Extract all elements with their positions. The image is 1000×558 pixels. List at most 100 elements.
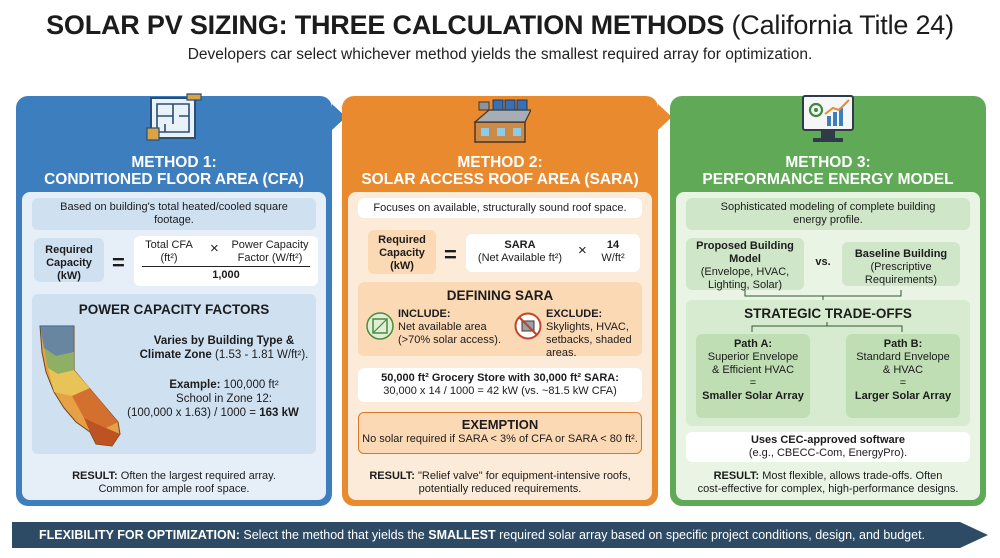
method3-heading-line1: METHOD 3: xyxy=(785,154,871,171)
method1-example: Example: 100,000 ft² School in Zone 12: … xyxy=(127,378,310,420)
method1-body: Based on building's total heated/cooled … xyxy=(22,192,326,500)
bottom-banner-arrow xyxy=(12,522,988,548)
method3-description-text: Sophisticated modeling of complete build… xyxy=(720,201,936,226)
method3-path-b: Path B: Standard Envelope & HVAC = Large… xyxy=(846,334,960,418)
method1-formula-fraction: Total CFA (ft²) × Power Capacity Factor … xyxy=(134,236,318,286)
method1-heading-line2: CONDITIONED FLOOR AREA (CFA) xyxy=(44,171,304,188)
method2-exemption-text: No solar required if SARA < 3% of CFA or… xyxy=(362,433,638,445)
title-qualifier: (California Title 24) xyxy=(731,10,955,40)
page-title: SOLAR PV SIZING: THREE CALCULATION METHO… xyxy=(0,10,1000,41)
method1-term2-line2: Factor (W/ft²) xyxy=(237,252,303,264)
method3-baseline-line3: Requirements) xyxy=(864,274,938,286)
method2-panel: METHOD 2: SOLAR ACCESS ROOF AREA (SARA) … xyxy=(342,96,658,506)
method2-example-line2: 30,000 x 14 / 1000 = 42 kW (vs. ~81.5 kW… xyxy=(383,385,617,397)
method2-exemption-title: EXEMPTION xyxy=(461,417,539,432)
method2-exclude-line3: areas. xyxy=(546,347,577,359)
method2-formula-equals: = xyxy=(444,242,457,267)
method1-example-label: Example: xyxy=(169,379,221,391)
method1-example-calc: (100,000 x 1.63) / 1000 = xyxy=(127,407,256,419)
method2-description: Focuses on available, structurally sound… xyxy=(358,198,642,218)
method2-include-label: INCLUDE: xyxy=(398,308,451,320)
method2-exclude-line1: Skylights, HVAC, xyxy=(546,321,629,333)
method3-path-b-line1: Standard Envelope xyxy=(856,351,950,363)
method3-tradeoff-split xyxy=(751,322,903,332)
method2-description-text: Focuses on available, structurally sound… xyxy=(373,202,627,214)
method2-formula-rhs: SARA (Net Available ft²) × 14 W/ft² xyxy=(466,234,640,272)
method2-result-line2: potentially reduced requirements. xyxy=(418,483,582,495)
method1-result-label: RESULT: xyxy=(72,470,118,482)
method2-example-line1a: 50,000 ft² Grocery Store with xyxy=(381,372,531,384)
method3-baseline-line1: Baseline Building xyxy=(854,248,948,260)
method3-result-line1: Most flexible, allows trade-offs. Often xyxy=(762,470,943,482)
method1-varies-line1: Varies by Building Type & xyxy=(153,335,295,347)
method3-software: Uses CEC-approved software (e.g., CBECC-… xyxy=(686,432,970,462)
method1-panel: METHOD 1: CONDITIONED FLOOR AREA (CFA) B… xyxy=(16,93,332,506)
method2-term1-line1: SARA xyxy=(504,239,536,251)
method3-result-label: RESULT: xyxy=(713,470,760,482)
method2-result-label: RESULT: xyxy=(369,470,415,482)
checked-area-icon xyxy=(366,312,394,340)
method2-times: × xyxy=(578,242,587,259)
connector-arrow-2 xyxy=(658,104,672,130)
title-main: SOLAR PV SIZING: THREE CALCULATION METHO… xyxy=(46,10,725,40)
method2-term2-line2: W/ft² xyxy=(601,252,625,264)
method1-description: Based on building's total heated/cooled … xyxy=(32,198,316,230)
method3-result: RESULT: Most flexible, allows trade-offs… xyxy=(676,470,980,496)
method2-example-line1b: 30,000 ft² SARA: xyxy=(533,372,619,384)
no-hvac-icon xyxy=(514,312,542,340)
method2-include: INCLUDE: Net available area (>70% solar … xyxy=(398,308,510,347)
method2-formula-lhs-text: Required Capacity (kW) xyxy=(378,234,426,272)
method2-body: Focuses on available, structurally sound… xyxy=(348,192,652,500)
method3-tradeoffs-box: STRATEGIC TRADE-OFFS Path A: Superior En… xyxy=(686,300,970,426)
monitor-chart-icon xyxy=(797,92,859,146)
method1-denominator: 1,000 xyxy=(212,269,240,281)
method1-formula-equals: = xyxy=(112,250,125,275)
method1-term1: Total CFA (ft²) xyxy=(138,239,200,265)
bottom-banner: FLEXIBILITY FOR OPTIMIZATION: Select the… xyxy=(12,522,988,548)
method2-formula-lhs: Required Capacity (kW) xyxy=(368,230,436,274)
method3-proposed-line2: Model xyxy=(729,253,761,265)
method1-result: RESULT: Often the largest required array… xyxy=(22,470,326,496)
method3-result-line2: cost-effective for complex, high-perform… xyxy=(697,483,959,495)
method3-path-a-title: Path A: xyxy=(733,338,773,350)
method1-factors-title: POWER CAPACITY FACTORS xyxy=(78,302,270,317)
bottom-emphasis: SMALLEST xyxy=(428,528,496,542)
method2-result: RESULT: "Relief valve" for equipment-int… xyxy=(348,470,652,496)
method2-example: 50,000 ft² Grocery Store with 30,000 ft²… xyxy=(358,368,642,402)
method3-path-b-title: Path B: xyxy=(883,338,923,350)
method1-term1-line1: Total CFA xyxy=(145,239,193,251)
method3-panel: METHOD 3: PERFORMANCE ENERGY MODEL Sophi… xyxy=(670,95,986,506)
method3-body: Sophisticated modeling of complete build… xyxy=(676,192,980,500)
bottom-banner-text: FLEXIBILITY FOR OPTIMIZATION: Select the… xyxy=(12,522,952,548)
method3-baseline-model: Baseline Building (Prescriptive Requirem… xyxy=(842,242,960,286)
method2-exclude-label: EXCLUDE: xyxy=(546,308,603,320)
blueprint-icon xyxy=(143,92,205,146)
method2-heading: METHOD 2: SOLAR ACCESS ROOF AREA (SARA) xyxy=(342,154,658,188)
method1-factors-box: POWER CAPACITY FACTORS Varies by Buildin… xyxy=(32,294,316,454)
method1-formula-lhs-text: Required Capacity (kW) xyxy=(45,244,93,282)
method2-exclude-line2: setbacks, shaded xyxy=(546,334,632,346)
method3-software-line1: Uses CEC-approved software xyxy=(750,434,906,446)
method2-defining-box: DEFINING SARA INCLUDE: Net available are… xyxy=(358,282,642,359)
method3-heading-line2: PERFORMANCE ENERGY MODEL xyxy=(702,171,954,188)
method1-heading: METHOD 1: CONDITIONED FLOOR AREA (CFA) xyxy=(16,154,332,188)
method3-proposed-line4: Lighting, Solar) xyxy=(708,279,782,291)
bottom-text-b: required solar array based on specific p… xyxy=(499,528,926,542)
method2-term1: SARA (Net Available ft²) xyxy=(468,239,572,265)
method2-heading-line1: METHOD 2: xyxy=(457,154,543,171)
method3-baseline-line2: (Prescriptive xyxy=(870,261,932,273)
method3-software-line2: (e.g., CBECC-Com, EnergyPro). xyxy=(748,447,908,459)
method2-defining-title: DEFINING SARA xyxy=(446,288,554,303)
method2-term2-line1: 14 xyxy=(606,239,620,251)
rooftop-solar-icon xyxy=(469,92,532,146)
method3-proposed-line1: Proposed Building xyxy=(696,240,794,252)
method3-path-a-eq: = xyxy=(749,377,757,389)
method2-include-line1: Net available area xyxy=(398,321,487,333)
method3-path-b-eq: = xyxy=(899,377,907,389)
method1-heading-line1: METHOD 1: xyxy=(131,154,217,171)
method1-varies-line2: Climate Zone xyxy=(139,349,212,361)
method3-path-b-result: Larger Solar Array xyxy=(854,390,952,402)
method3-tradeoffs-title: STRATEGIC TRADE-OFFS xyxy=(744,306,912,321)
method3-path-a-line2: & Efficient HVAC xyxy=(711,364,795,376)
method3-path-b-line2: & HVAC xyxy=(882,364,924,376)
